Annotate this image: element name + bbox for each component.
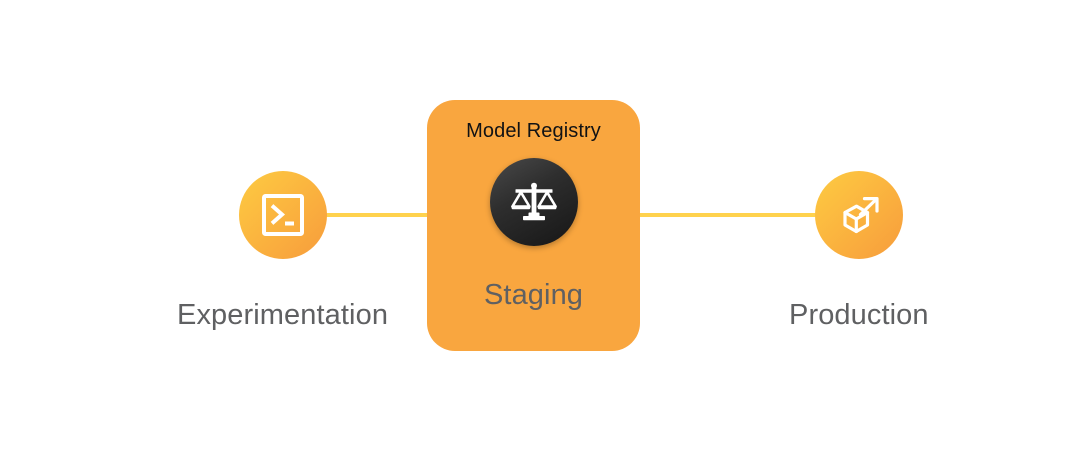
model-registry-title: Model Registry bbox=[466, 120, 601, 142]
connector-experimentation-to-staging bbox=[258, 213, 490, 217]
experimentation-circle[interactable] bbox=[238, 171, 327, 259]
scales-balance-icon bbox=[508, 176, 560, 228]
staging-circle-slot bbox=[489, 158, 578, 246]
stage-label-experimentation: Experimentation bbox=[177, 299, 389, 331]
stage-node-production[interactable]: Production bbox=[789, 171, 929, 332]
stage-node-experimentation[interactable]: Experimentation bbox=[177, 171, 388, 332]
cube-deploy-arrow-icon bbox=[834, 190, 884, 240]
stage-label-staging: Staging bbox=[483, 279, 584, 311]
connector-staging-to-production bbox=[570, 213, 832, 217]
production-circle[interactable] bbox=[814, 171, 903, 259]
stage-label-production: Production bbox=[789, 299, 929, 331]
model-registry-circle[interactable] bbox=[489, 158, 578, 246]
terminal-icon bbox=[260, 192, 306, 238]
stage-card-staging[interactable]: Model Registry bbox=[427, 100, 640, 351]
